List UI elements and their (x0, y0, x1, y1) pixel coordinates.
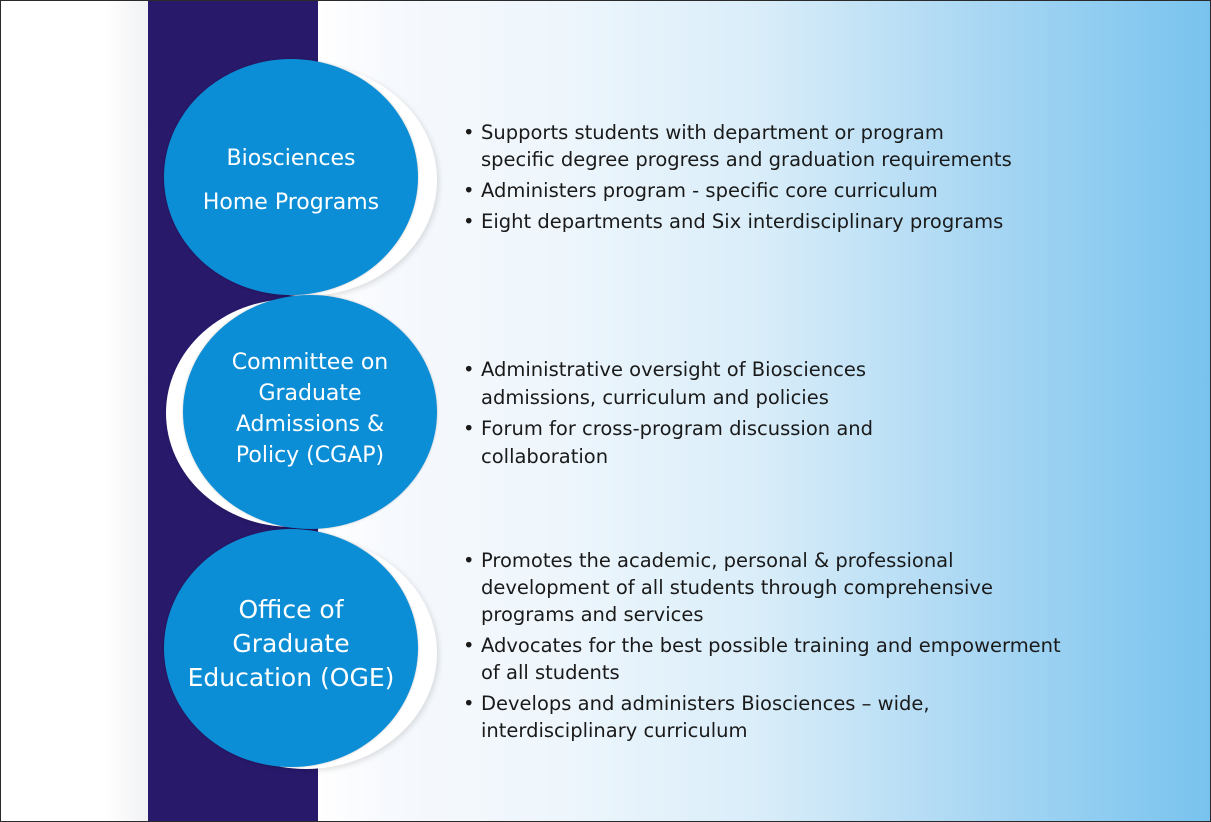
list-item: Eight departments and Six interdisciplin… (463, 208, 1012, 235)
bullet-line: collaboration (481, 445, 609, 468)
bullet-line: specific degree progress and graduation … (481, 148, 1012, 171)
circle-label-1: Biosciences Home Programs (164, 137, 418, 225)
circle-label-3: Office of Graduate Education (OGE) (164, 593, 418, 695)
circle-biosciences-home-programs (164, 59, 418, 295)
list-item: Forum for cross-program discussion and c… (463, 415, 873, 471)
list-item: Administers program - specific core curr… (463, 177, 1012, 204)
bullet-line: Promotes the academic, personal & profes… (481, 549, 954, 572)
list-item: Develops and administers Biosciences – w… (463, 690, 1061, 744)
label-line: Biosciences (226, 146, 356, 171)
bullet-line: Administers program - specific core curr… (481, 179, 938, 202)
label-line: Graduate (232, 629, 350, 658)
circle-cgap (183, 295, 437, 529)
bullet-line: Forum for cross-program discussion and (481, 417, 874, 440)
list-item: Promotes the academic, personal & profes… (463, 547, 1061, 628)
bullet-list-1: Supports students with department or pro… (463, 119, 1012, 235)
label-line: Education (OGE) (187, 663, 395, 692)
bullet-line: Supports students with department or pro… (481, 121, 944, 144)
bullet-line: interdisciplinary curriculum (481, 719, 748, 742)
label-line: Office of (238, 595, 344, 624)
label-line: Policy (CGAP) (235, 443, 385, 468)
bullet-line: Administrative oversight of Biosciences (481, 358, 867, 381)
bullet-line: admissions, curriculum and policies (481, 386, 829, 409)
bullet-list-2: Administrative oversight of Biosciences … (463, 356, 873, 471)
bullet-line: programs and services (481, 603, 704, 626)
list-item: Supports students with department or pro… (463, 119, 1012, 173)
label-line: Home Programs (202, 190, 380, 215)
list-item: Administrative oversight of Biosciences … (463, 356, 873, 412)
circle-oge (164, 529, 418, 767)
bullet-line: development of all students through comp… (481, 576, 993, 599)
bullet-line: Eight departments and Six interdisciplin… (481, 210, 1004, 233)
left-margin (1, 1, 148, 821)
circle-label-2: Committee on Graduate Admissions & Polic… (183, 347, 437, 471)
bullet-line: Develops and administers Biosciences – w… (481, 692, 930, 715)
bullet-line: of all students (481, 661, 620, 684)
label-line: Committee on (231, 350, 389, 375)
label-line: Admissions & (235, 412, 385, 437)
bullet-list-3: Promotes the academic, personal & profes… (463, 547, 1061, 744)
label-line: Graduate (258, 381, 362, 406)
bullet-line: Advocates for the best possible training… (481, 634, 1061, 657)
list-item: Advocates for the best possible training… (463, 632, 1061, 686)
